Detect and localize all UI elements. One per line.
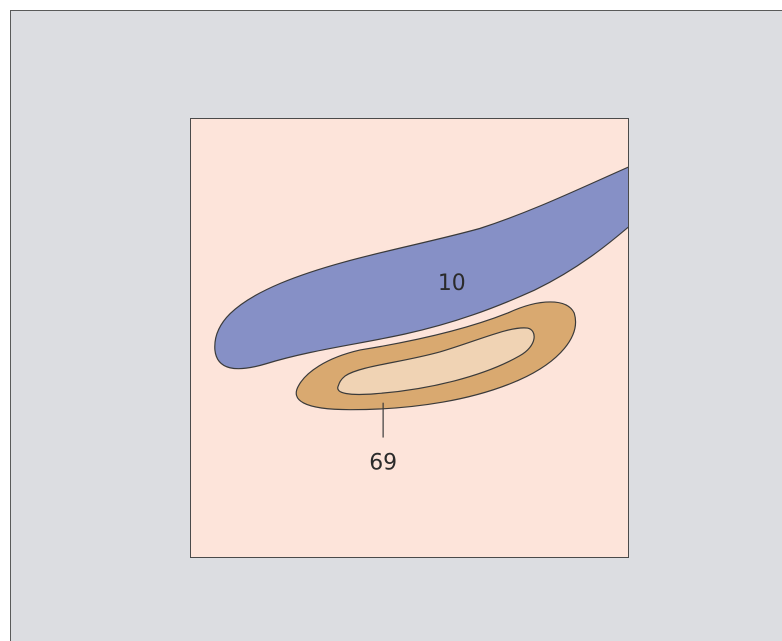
- diagram-panel: 10 69: [190, 118, 629, 558]
- upper-region-label: 10: [438, 271, 466, 296]
- figure-frame: 10 69: [10, 10, 782, 641]
- diagram-svg: 10 69: [191, 119, 628, 557]
- lower-region-label: 69: [369, 450, 397, 475]
